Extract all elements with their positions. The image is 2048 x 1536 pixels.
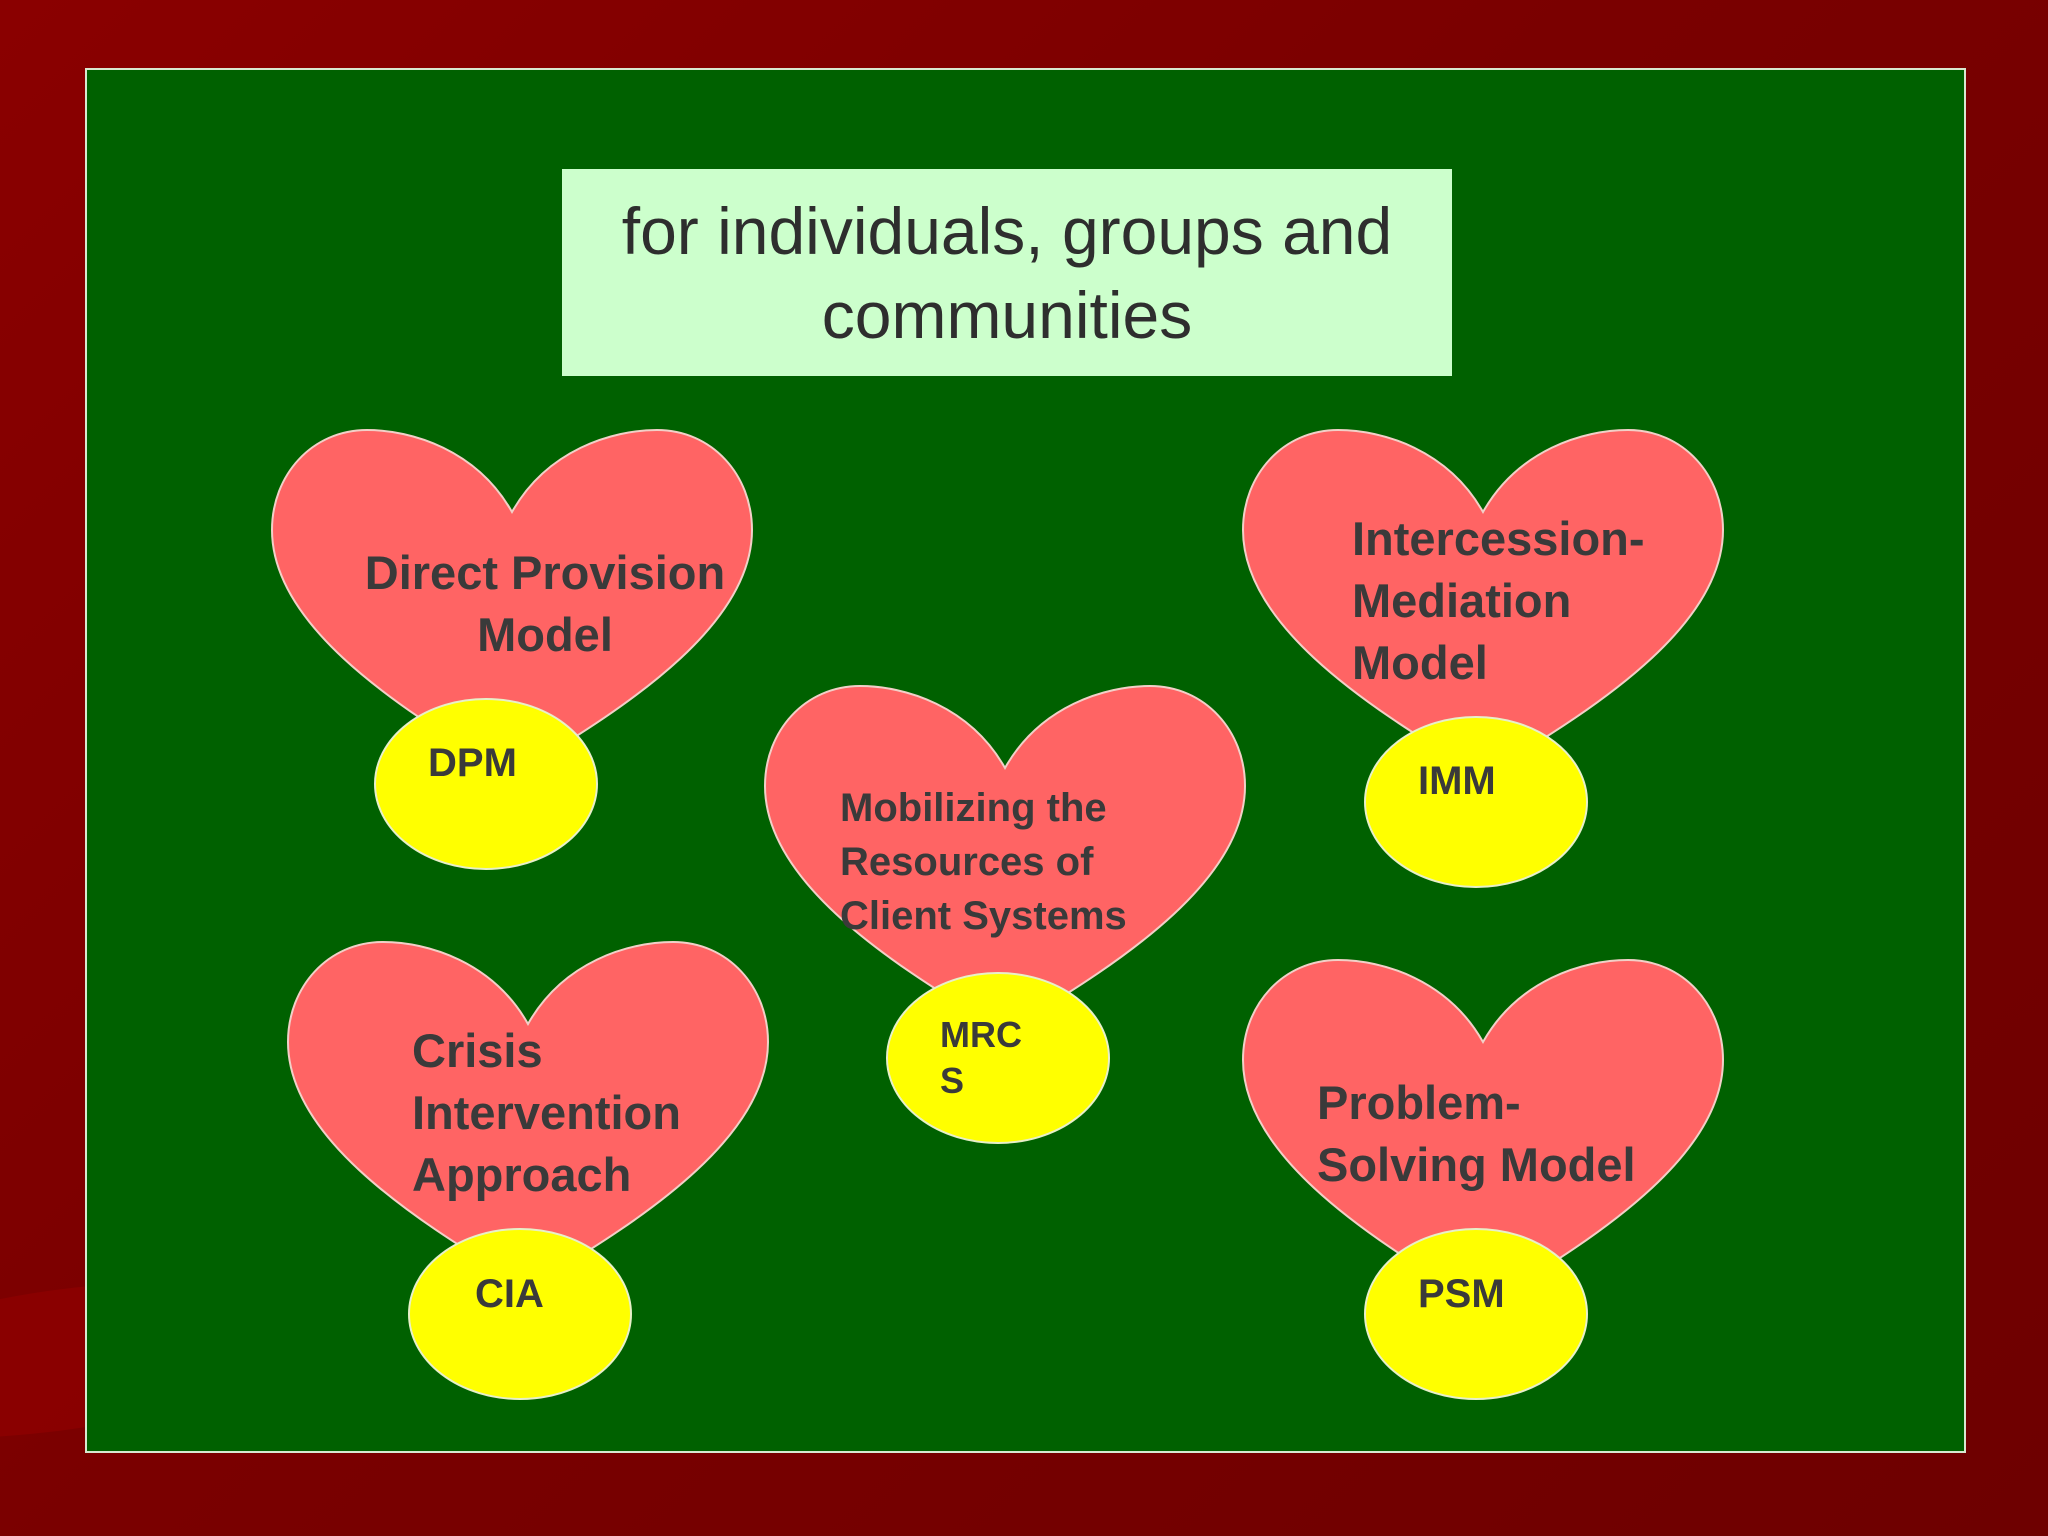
dpm-oval [374, 698, 598, 870]
mrcs-abbr: MRC S [940, 1012, 1022, 1104]
imm-label-line: Mediation [1352, 574, 1572, 627]
psm-node [1242, 959, 1724, 1400]
cia-label-line: Crisis [412, 1024, 543, 1077]
psm-label: Problem- Solving Model [1317, 1072, 1677, 1196]
mrcs-oval [886, 972, 1110, 1144]
cia-node [287, 941, 769, 1400]
slide-title: for individuals, groups and communities [621, 193, 1393, 352]
imm-node [1242, 429, 1724, 888]
dpm-label: Direct Provision Model [335, 542, 755, 666]
cia-abbr: CIA [475, 1272, 544, 1316]
psm-abbr: PSM [1418, 1272, 1505, 1316]
mrcs-label: Mobilizing the Resources of Client Syste… [840, 781, 1180, 943]
dpm-label-line: Model [477, 608, 613, 661]
psm-oval [1364, 1228, 1588, 1400]
cia-oval [408, 1228, 632, 1400]
imm-oval [1364, 716, 1588, 888]
cia-label-line: Intervention [412, 1086, 681, 1139]
mrcs-abbr-line: MRC [940, 1014, 1022, 1055]
mrcs-label-line: Resources of [840, 840, 1094, 884]
psm-label-line: Solving Model [1317, 1138, 1636, 1191]
dpm-node [271, 429, 753, 870]
mrcs-label-line: Client Systems [840, 894, 1127, 938]
dpm-label-line: Direct Provision [364, 546, 726, 599]
imm-label-line: Model [1352, 636, 1488, 689]
imm-label: Intercession- Mediation Model [1352, 508, 1692, 694]
title-box: for individuals, groups and communities [562, 169, 1452, 376]
cia-label-line: Approach [412, 1148, 632, 1201]
mrcs-label-line: Mobilizing the [840, 786, 1107, 830]
mrcs-abbr-line: S [940, 1060, 965, 1101]
dpm-abbr: DPM [428, 741, 517, 785]
mrcs-node [764, 685, 1246, 1144]
imm-abbr: IMM [1418, 759, 1496, 803]
cia-label: Crisis Intervention Approach [412, 1020, 732, 1206]
imm-label-line: Intercession- [1352, 512, 1645, 565]
psm-label-line: Problem- [1317, 1076, 1521, 1129]
